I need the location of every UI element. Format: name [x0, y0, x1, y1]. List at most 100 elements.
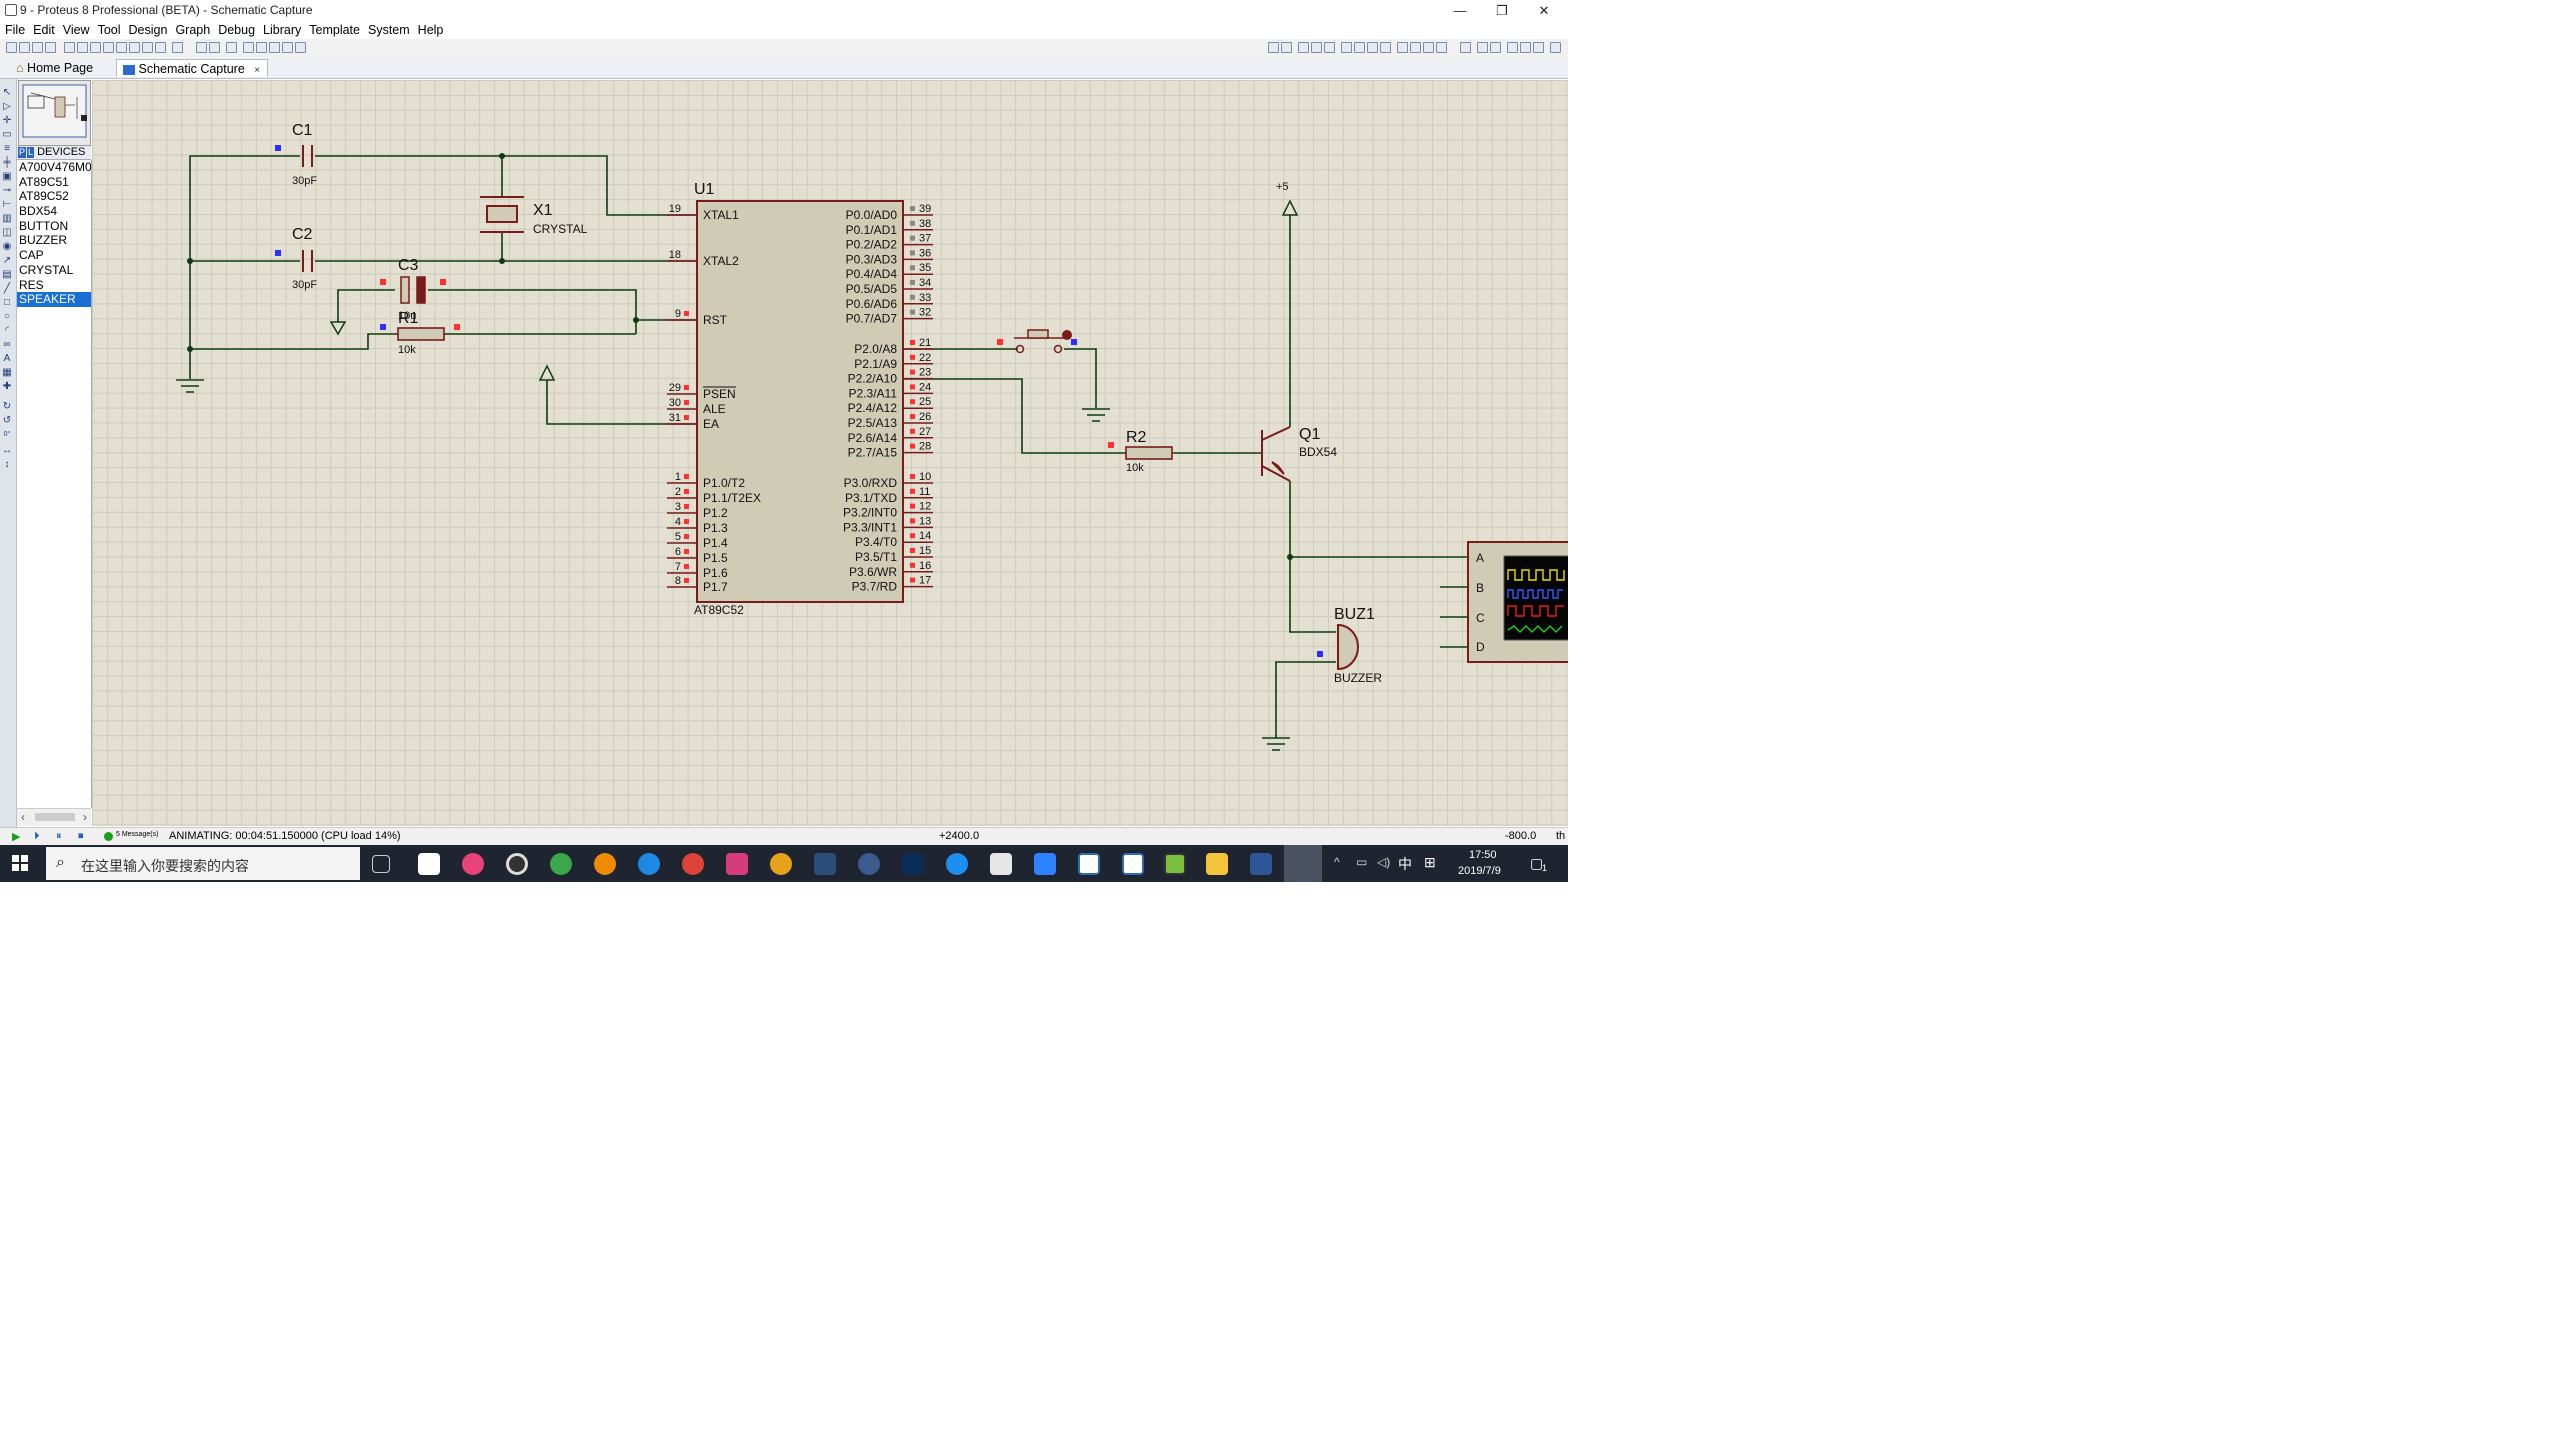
path-icon[interactable]: ∞ — [3, 339, 11, 350]
cut-icon[interactable] — [1298, 42, 1309, 53]
tab-schematic-capture[interactable]: Schematic Capture × — [116, 59, 268, 77]
generator-icon[interactable]: ◉ — [2, 241, 12, 252]
line-icon[interactable]: ╱ — [3, 283, 11, 294]
minimize-button[interactable]: — — [1453, 3, 1467, 18]
pick-device-icon[interactable] — [1397, 42, 1408, 53]
overview-window[interactable] — [18, 80, 91, 146]
grid-icon[interactable] — [209, 42, 220, 53]
block-rotate-icon[interactable] — [1367, 42, 1378, 53]
make-device-icon[interactable] — [1410, 42, 1421, 53]
capacitor-c3[interactable] — [400, 276, 426, 304]
save-icon[interactable] — [32, 42, 43, 53]
tab-close-icon[interactable]: × — [254, 65, 261, 76]
active-app-icon[interactable] — [1284, 845, 1322, 882]
window-app-icon[interactable] — [1078, 853, 1100, 875]
device-item[interactable]: AT89C52 — [19, 189, 69, 204]
app-icon-baidu[interactable] — [1034, 853, 1056, 875]
mcu-u1[interactable] — [696, 200, 904, 603]
property-assign-icon[interactable] — [1490, 42, 1501, 53]
schematic-canvas[interactable]: +5 C1 30pF C2 30pF C3 10u X1 CRYSTAL R1 … — [92, 80, 1568, 826]
graph-icon[interactable]: ▥ — [2, 213, 12, 224]
transistor-q1[interactable] — [1261, 426, 1291, 482]
symbol-icon[interactable]: ▦ — [2, 367, 12, 378]
pick-device-button[interactable]: P — [18, 147, 27, 158]
device-list[interactable]: A700V476M006 AT89C51 AT89C52 BDX54 BUTTO… — [17, 160, 92, 808]
chrome-icon[interactable] — [682, 853, 704, 875]
menu-debug[interactable]: Debug — [218, 23, 256, 37]
volume-icon[interactable]: ◁) — [1377, 855, 1391, 869]
media-player-icon[interactable] — [506, 853, 528, 875]
menu-graph[interactable]: Graph — [175, 23, 211, 37]
library-manager-button[interactable]: L — [27, 147, 35, 158]
app-icon-cloud[interactable] — [946, 853, 968, 875]
app-icon-blue[interactable] — [858, 853, 880, 875]
exit-parent-icon[interactable] — [1533, 42, 1544, 53]
arc-icon[interactable]: ◜ — [5, 325, 9, 336]
help-icon[interactable] — [172, 42, 183, 53]
input-mode-icon[interactable]: ⊞ — [1424, 854, 1436, 870]
source-code-icon[interactable] — [142, 42, 153, 53]
voltage-probe-icon[interactable]: ↗ — [2, 255, 12, 266]
edge-icon[interactable] — [638, 853, 660, 875]
wire-autorouter-icon[interactable] — [1460, 42, 1471, 53]
open-file-icon[interactable] — [19, 42, 30, 53]
undo-icon[interactable] — [1268, 42, 1279, 53]
ime-indicator[interactable]: 中 — [1398, 856, 1412, 872]
rotate-cw-icon[interactable]: ↻ — [2, 401, 12, 412]
file-explorer-icon[interactable] — [1206, 853, 1228, 875]
search-tag-icon[interactable] — [1477, 42, 1488, 53]
menu-edit[interactable]: Edit — [33, 23, 55, 37]
wire-label-icon[interactable]: ▭ — [2, 129, 12, 140]
remove-sheet-icon[interactable] — [1520, 42, 1531, 53]
pan-icon[interactable] — [243, 42, 254, 53]
bom-icon[interactable] — [129, 42, 140, 53]
device-item[interactable]: AT89C51 — [19, 174, 69, 189]
flip-horizontal-icon[interactable]: ↔ — [2, 445, 12, 456]
oscilloscope[interactable] — [1440, 541, 1568, 663]
app-icon-pink[interactable] — [726, 853, 748, 875]
clock-date[interactable]: 2019/7/9 — [1458, 865, 1501, 877]
device-item[interactable]: BUTTON — [19, 218, 69, 233]
pin-icon[interactable]: ⊢ — [2, 199, 12, 210]
buzzer-buz1[interactable] — [1337, 623, 1359, 671]
junction-mode-icon[interactable]: ✛ — [2, 115, 12, 126]
proteus-icon[interactable] — [902, 853, 924, 875]
xbox-icon[interactable] — [550, 853, 572, 875]
netlist-icon[interactable] — [1550, 42, 1561, 53]
new-sheet-icon[interactable] — [1507, 42, 1518, 53]
bus-icon[interactable]: ╪ — [3, 157, 11, 168]
task-view-icon[interactable] — [372, 855, 390, 873]
terminal-icon[interactable]: ⊸ — [2, 185, 12, 196]
maximize-button[interactable]: ❐ — [1496, 3, 1508, 18]
pcb-icon[interactable] — [90, 42, 101, 53]
menu-template[interactable]: Template — [309, 23, 360, 37]
device-item[interactable]: A700V476M006 — [19, 160, 91, 174]
device-item[interactable]: BDX54 — [19, 204, 58, 219]
zoom-out-icon[interactable] — [269, 42, 280, 53]
block-copy-icon[interactable] — [1341, 42, 1352, 53]
search-app-icon[interactable] — [594, 853, 616, 875]
zoom-in-icon[interactable] — [256, 42, 267, 53]
gerber-icon[interactable] — [103, 42, 114, 53]
scroll-left-icon[interactable]: ‹ — [21, 810, 25, 824]
tray-chevron-icon[interactable]: ^ — [1334, 855, 1340, 869]
app-icon-book[interactable] — [990, 853, 1012, 875]
refresh-icon[interactable] — [196, 42, 207, 53]
push-button[interactable] — [1014, 329, 1064, 354]
box-icon[interactable]: □ — [3, 297, 11, 308]
tab-home-page[interactable]: ⌂ Home Page × — [10, 59, 114, 93]
home-icon[interactable] — [64, 42, 75, 53]
subcircuit-icon[interactable]: ▣ — [2, 171, 12, 182]
device-item[interactable]: RES — [19, 277, 44, 292]
notification-icon[interactable]: ▢ — [1530, 855, 1544, 871]
resistor-r1[interactable] — [397, 327, 445, 341]
pause-button[interactable]: ⏸ — [56, 830, 62, 842]
clock-time[interactable]: 17:50 — [1469, 849, 1497, 861]
itunes-icon[interactable] — [462, 853, 484, 875]
text-script-icon[interactable]: ≡ — [4, 143, 10, 154]
3d-view-icon[interactable] — [116, 42, 127, 53]
design-notes-icon[interactable] — [155, 42, 166, 53]
origin-icon[interactable] — [226, 42, 237, 53]
redo-icon[interactable] — [1281, 42, 1292, 53]
decompose-icon[interactable] — [1436, 42, 1447, 53]
